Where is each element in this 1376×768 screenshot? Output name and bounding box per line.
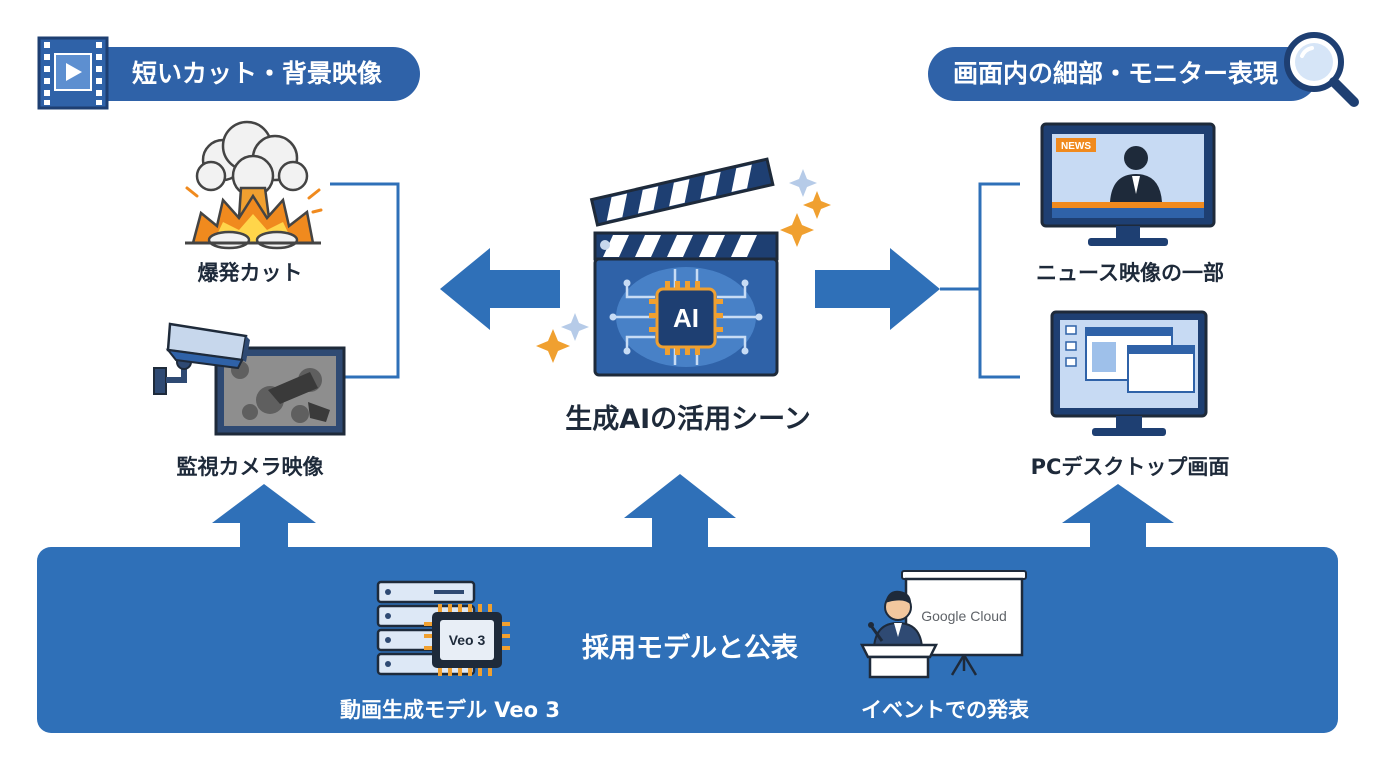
center-chip-text: AI	[673, 303, 699, 333]
right-header-label: 画面内の細部・モニター表現	[953, 59, 1279, 88]
bottom-title: 採用モデルと公表	[582, 633, 798, 664]
presenter-icon: Google Cloud	[859, 570, 1027, 679]
up-arrow-right	[1062, 484, 1174, 548]
bottom-panel	[37, 547, 1338, 733]
explosion-label: 爆発カット	[197, 261, 303, 285]
veo-chip-text: Veo 3	[449, 632, 486, 648]
explosion-icon	[185, 120, 323, 250]
news-monitor-icon: NEWS	[1040, 122, 1216, 246]
left-arrow	[440, 248, 560, 330]
google-cloud-text: Google Cloud	[921, 608, 1007, 624]
right-arrow	[815, 248, 940, 330]
server-chip-icon: Veo 3	[376, 580, 510, 676]
right-bracket-line	[978, 182, 1020, 379]
desktop-monitor-icon	[1050, 310, 1208, 436]
security-camera-label: 監視カメラ映像	[176, 455, 324, 479]
left-header-label: 短いカット・背景映像	[132, 59, 383, 88]
left-bracket-line	[330, 182, 400, 379]
up-arrow-center	[624, 474, 736, 548]
center-title: 生成AIの活用シーン	[565, 404, 811, 435]
clapperboard-ai-icon: AI	[536, 157, 831, 377]
model-label: 動画生成モデル Veo 3	[339, 698, 560, 722]
security-camera-icon	[153, 322, 346, 436]
news-badge-text: NEWS	[1061, 141, 1091, 152]
magnifier-icon	[1284, 32, 1359, 107]
right-header-pill: 画面内の細部・モニター表現	[928, 47, 1318, 101]
event-label: イベントでの発表	[861, 698, 1029, 722]
news-label: ニュース映像の一部	[1036, 261, 1224, 285]
film-play-icon	[37, 36, 109, 110]
desktop-label: PCデスクトップ画面	[1030, 455, 1230, 479]
left-header-pill: 短いカット・背景映像	[80, 47, 420, 101]
up-arrow-left	[212, 484, 316, 548]
